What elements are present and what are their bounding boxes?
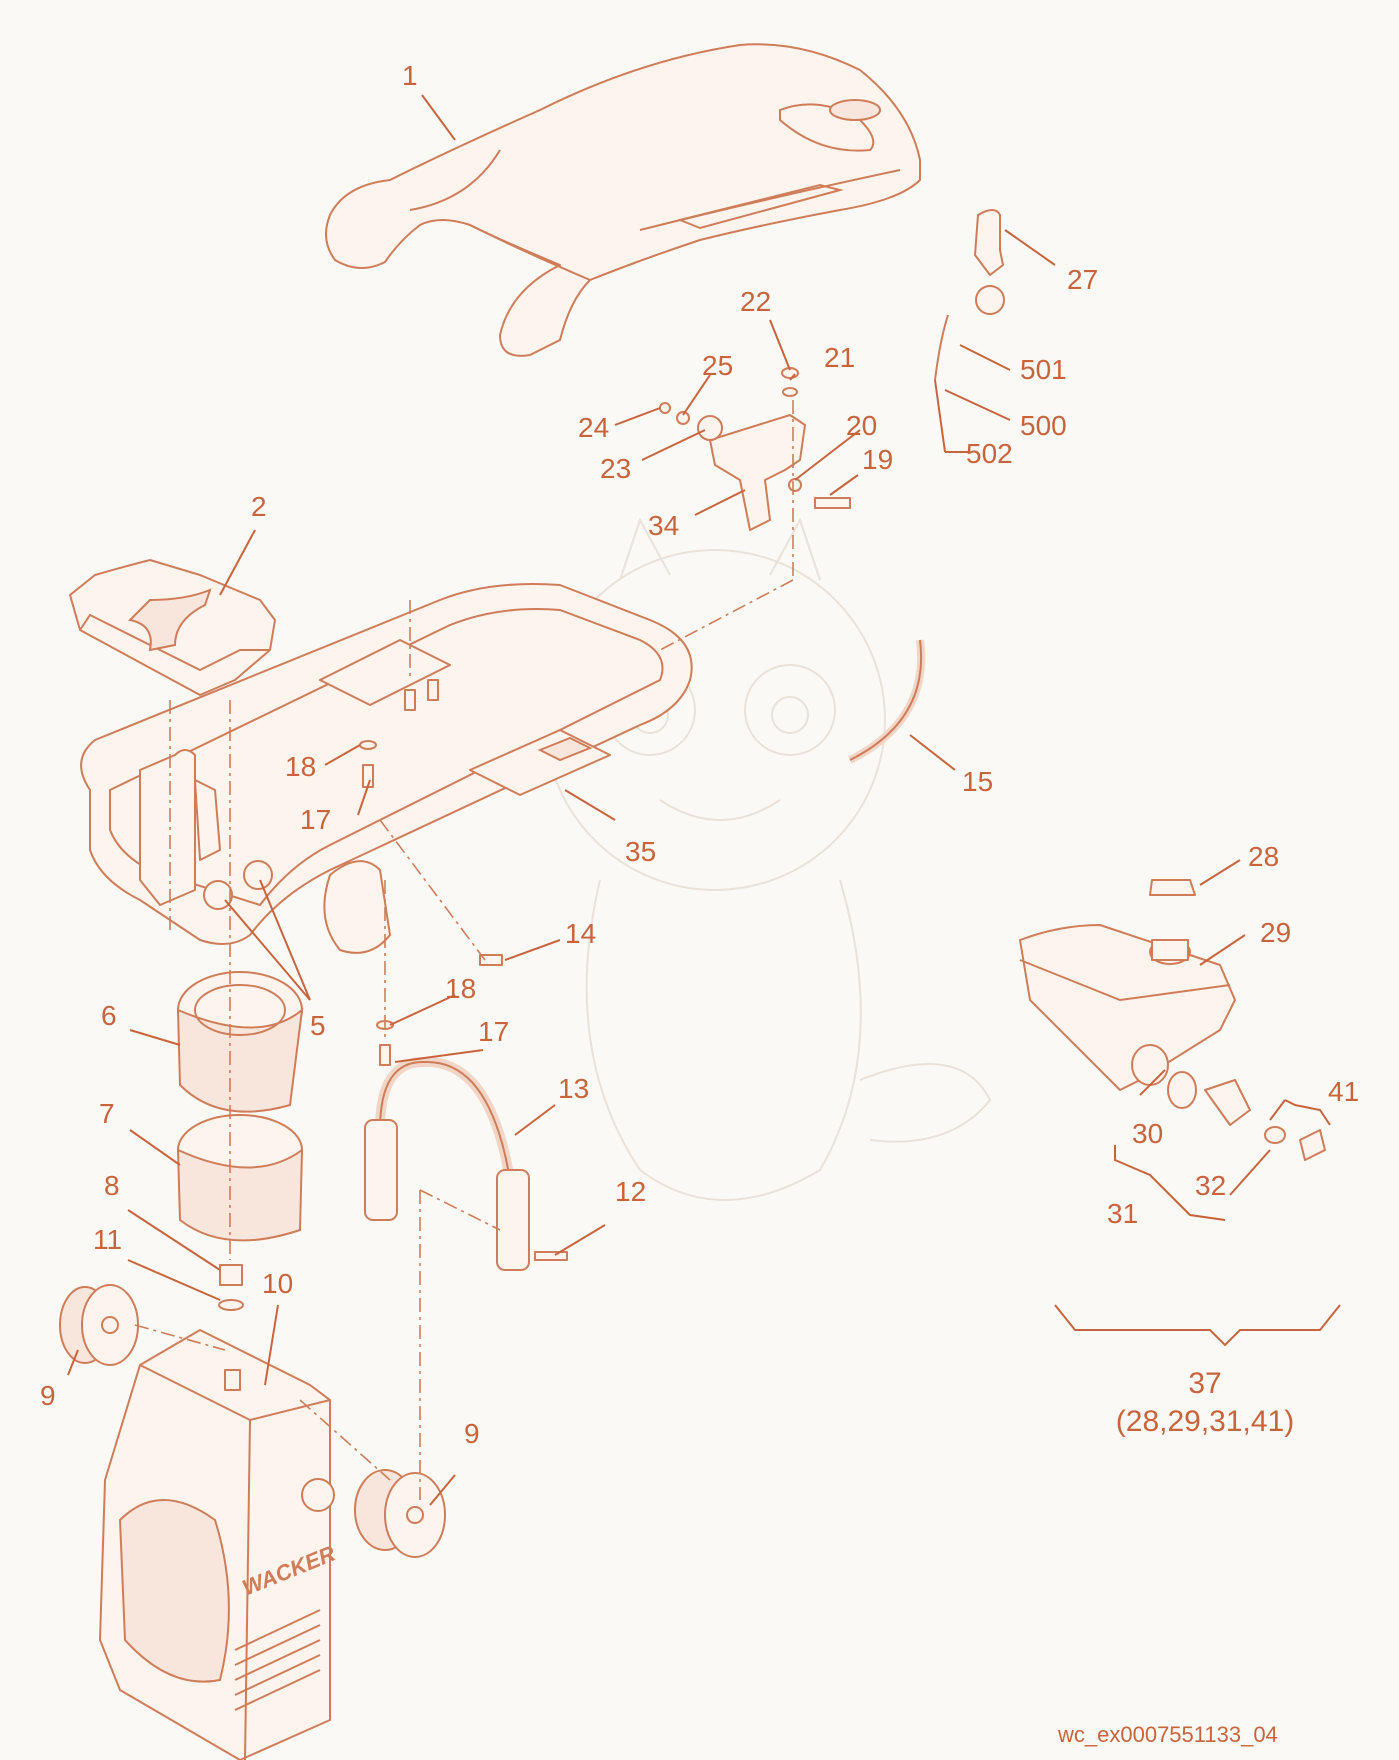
throttle-bracket [659, 367, 851, 531]
assembly-braces [1054, 1099, 1341, 1347]
foam-prefilter [176, 1114, 304, 1242]
callout-29: 29 [1260, 917, 1292, 948]
throttle-lever [934, 209, 1005, 381]
callout-8: 8 [104, 1170, 120, 1201]
callout-18-lower: 18 [445, 973, 477, 1004]
callout-34: 34 [648, 510, 680, 541]
assembly-37-label: 37 (28,29,31,41) [1090, 1365, 1320, 1440]
callout-10: 10 [262, 1268, 294, 1299]
callout-21: 21 [824, 342, 856, 373]
engine-housing [99, 1329, 335, 1760]
rubber-mount-left [59, 1284, 139, 1366]
callout-502: 502 [966, 438, 1013, 469]
callout-2: 2 [251, 491, 267, 522]
air-cleaner-cover [69, 559, 276, 696]
callout-12: 12 [615, 1176, 647, 1207]
callout-41: 41 [1328, 1076, 1360, 1107]
frame-screws [203, 679, 503, 1066]
callout-9-right: 9 [464, 1418, 480, 1449]
rubber-mount-right [354, 1469, 446, 1558]
fuel-line [848, 639, 926, 764]
callout-23: 23 [600, 453, 632, 484]
assembly-includes: (28,29,31,41) [1115, 1404, 1295, 1438]
assembly-number: 37 [1188, 1367, 1222, 1400]
assembly-lines [134, 400, 794, 1500]
fitting [218, 1264, 244, 1311]
callout-27: 27 [1067, 264, 1099, 295]
callout-13: 13 [558, 1073, 590, 1104]
callout-20: 20 [846, 410, 878, 441]
callout-17-upper: 17 [300, 804, 332, 835]
callout-500: 500 [1020, 410, 1067, 441]
callout-501: 501 [1020, 354, 1067, 385]
callout-24: 24 [578, 412, 610, 443]
callout-35: 35 [625, 836, 657, 867]
callout-28: 28 [1248, 841, 1280, 872]
drawing-code: wc_ex0007551133_04 [1058, 1722, 1278, 1747]
callout-15: 15 [962, 766, 994, 797]
callout-25: 25 [702, 350, 734, 381]
air-filter-element [176, 971, 304, 1113]
callout-11: 11 [93, 1224, 123, 1255]
breather-hose [364, 1056, 568, 1271]
callout-22: 22 [740, 286, 772, 317]
callout-6: 6 [101, 1000, 117, 1031]
callout-31: 31 [1107, 1198, 1139, 1229]
callout-18-upper: 18 [285, 751, 317, 782]
callout-9-left: 9 [40, 1380, 56, 1411]
callout-14: 14 [565, 918, 597, 949]
callout-19: 19 [862, 444, 894, 475]
leader-lines [67, 94, 1271, 1506]
callout-7: 7 [99, 1098, 115, 1129]
callout-32: 32 [1195, 1170, 1227, 1201]
handle-frame [80, 583, 693, 954]
callout-5: 5 [310, 1010, 326, 1041]
callout-1: 1 [402, 60, 418, 91]
callout-30: 30 [1132, 1118, 1164, 1149]
callout-17-lower: 17 [478, 1016, 510, 1047]
top-cover [325, 43, 921, 357]
fuel-tank [1019, 879, 1326, 1161]
